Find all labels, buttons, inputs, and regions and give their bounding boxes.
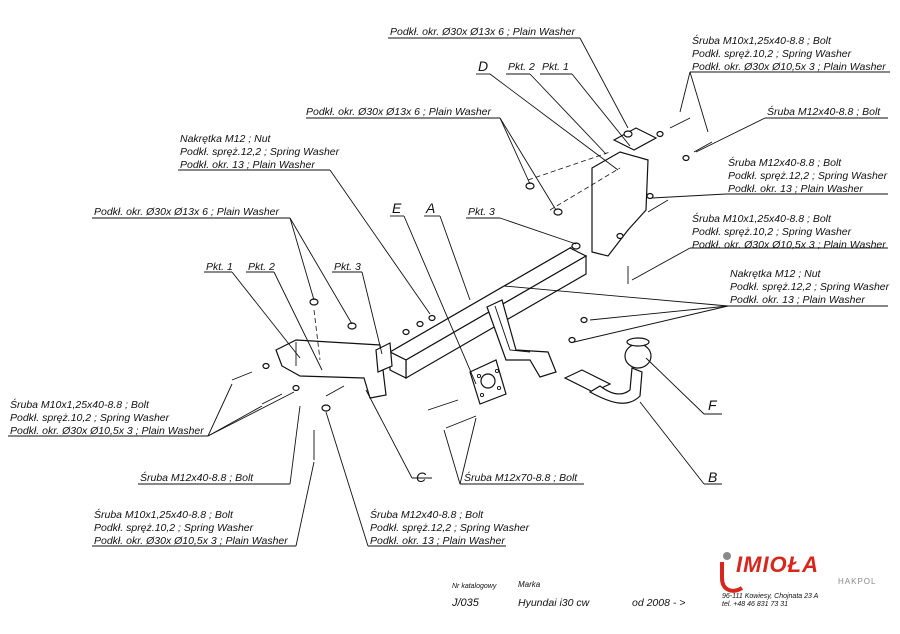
letter-d: D xyxy=(478,58,488,74)
label-left-bolt-washer: Podkł. okr. Ø30x Ø10,5x 3 ; Plain Washer xyxy=(10,425,204,437)
label-right4-washer: Podkł. okr. 13 ; Plain Washer xyxy=(730,294,865,306)
label-right2-bolt: Śruba M12x40-8.8 ; Bolt xyxy=(728,156,842,169)
label-pkt2-top: Pkt. 2 xyxy=(508,61,535,73)
label-top-right-bolt: Śruba M10x1,25x40-8.8 ; Bolt xyxy=(692,34,832,47)
label-washer-left: Podkł. okr. Ø30x Ø13x 6 ; Plain Washer xyxy=(94,206,280,218)
label-pkt1-top: Pkt. 1 xyxy=(542,61,569,73)
label-right3-washer: Podkł. okr. Ø30x Ø10,5x 3 ; Plain Washer xyxy=(692,239,886,251)
catalog-label: Nr katalogowy xyxy=(452,583,497,590)
phone: tel. +48 46 831 73 31 xyxy=(722,601,788,608)
socket-plate xyxy=(469,359,507,405)
central-bracket xyxy=(486,299,557,378)
label-bl-spring: Podkł. spręż.10,2 ; Spring Washer xyxy=(94,522,254,534)
label-left-bolt-spring: Podkł. spręż.10,2 ; Spring Washer xyxy=(10,412,170,424)
label-right2-spring: Podkł. spręż.12,2 ; Spring Washer xyxy=(728,170,888,182)
label-right4-nut: Nakrętka M12 ; Nut xyxy=(730,268,822,280)
label-bc-bolt: Śruba M12x40-8.8 ; Bolt xyxy=(370,508,484,521)
label-bc-spring: Podkł. spręż.12,2 ; Spring Washer xyxy=(370,522,530,534)
leader-lines xyxy=(8,37,890,547)
label-left-bolt: Śruba M10x1,25x40-8.8 ; Bolt xyxy=(10,398,150,411)
ball-neck xyxy=(563,337,652,404)
label-right3-spring: Podkł. spręż.10,2 ; Spring Washer xyxy=(692,226,852,238)
label-bc-washer: Podkł. okr. 13 ; Plain Washer xyxy=(370,535,505,547)
letter-a: A xyxy=(425,200,435,216)
label-pkt3-mid: Pkt. 3 xyxy=(468,206,495,218)
label-nut-left: Nakrętka M12 ; Nut xyxy=(180,133,272,145)
label-right4-spring: Podkł. spręż.12,2 ; Spring Washer xyxy=(730,281,890,293)
brand-value: Hyundai i30 cw xyxy=(518,597,591,609)
label-top-right-washer: Podkł. okr. Ø30x Ø10,5x 3 ; Plain Washer xyxy=(692,61,886,73)
label-top-right-spring: Podkł. spręż.10,2 ; Spring Washer xyxy=(692,48,852,60)
letter-f: F xyxy=(708,397,718,413)
catalog-value: J/035 xyxy=(451,597,480,609)
letter-c: C xyxy=(416,469,427,485)
label-pkt1-left: Pkt. 1 xyxy=(206,261,233,273)
side-bracket-right xyxy=(527,127,658,257)
logo-text: IMIOŁA xyxy=(736,552,819,577)
label-nut-left-washer: Podkł. okr. 13 ; Plain Washer xyxy=(180,159,315,171)
label-pkt3-left: Pkt. 3 xyxy=(334,261,361,273)
label-washer-top: Podkł. okr. Ø30x Ø13x 6 ; Plain Washer xyxy=(390,26,576,38)
label-nut-left-spring: Podkł. spręż.12,2 ; Spring Washer xyxy=(180,146,340,158)
label-sruba-m12-bottom: Śruba M12x40-8.8 ; Bolt xyxy=(140,471,254,484)
imiola-logo: IMIOŁA HAKPOL xyxy=(720,552,876,593)
label-washer-mid: Podkł. okr. Ø30x Ø13x 6 ; Plain Washer xyxy=(306,106,492,118)
fastener-markers xyxy=(231,117,713,460)
address: 96-111 Kowiesy, Chojnata 23 A xyxy=(722,593,819,600)
letter-e: E xyxy=(392,200,402,216)
label-right2-washer: Podkł. okr. 13 ; Plain Washer xyxy=(728,183,863,195)
label-bl-bolt: Śruba M10x1,25x40-8.8 ; Bolt xyxy=(94,508,234,521)
brand-label: Marka xyxy=(518,580,541,589)
footer: Nr katalogowy J/035 Marka Hyundai i30 cw… xyxy=(451,552,876,609)
label-bl-washer: Podkł. okr. Ø30x Ø10,5x 3 ; Plain Washer xyxy=(94,535,288,547)
date-value: od 2008 - > xyxy=(632,597,685,609)
logo-sub: HAKPOL xyxy=(838,577,876,586)
label-pkt2-left: Pkt. 2 xyxy=(248,261,275,273)
label-sruba-m12-right: Śruba M12x40-8.8 ; Bolt xyxy=(767,105,881,118)
label-sruba-m12x70: Śruba M12x70-8.8 ; Bolt xyxy=(464,471,578,484)
letter-b: B xyxy=(708,469,717,485)
label-right3-bolt: Śruba M10x1,25x40-8.8 ; Bolt xyxy=(692,212,832,225)
